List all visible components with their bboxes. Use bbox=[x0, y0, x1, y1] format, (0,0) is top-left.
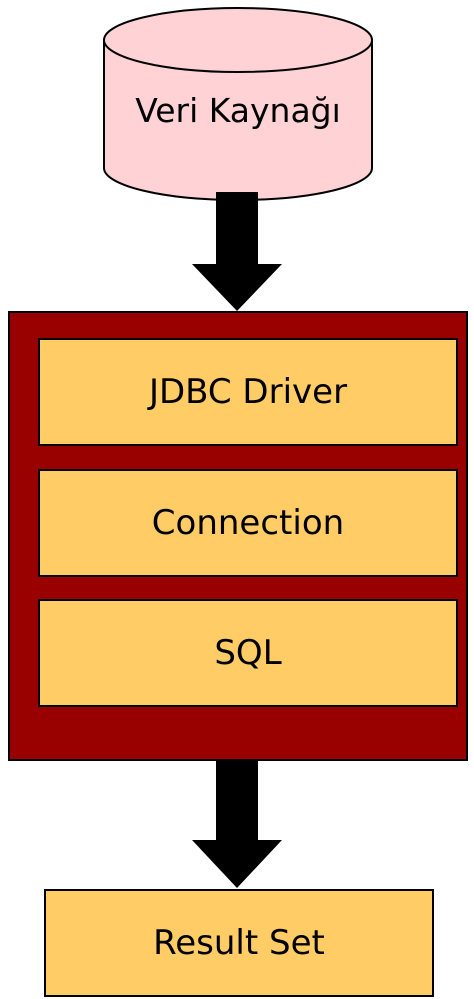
result-set-box: Result Set bbox=[44, 889, 434, 997]
cylinder-top bbox=[103, 7, 373, 73]
step-jdbc-driver: JDBC Driver bbox=[38, 338, 458, 446]
arrow-down-icon bbox=[192, 192, 282, 311]
step-connection: Connection bbox=[38, 469, 458, 577]
datasource-label: Veri Kaynağı bbox=[135, 90, 341, 130]
arrow-down-icon bbox=[192, 761, 282, 888]
step-sql: SQL bbox=[38, 599, 458, 707]
